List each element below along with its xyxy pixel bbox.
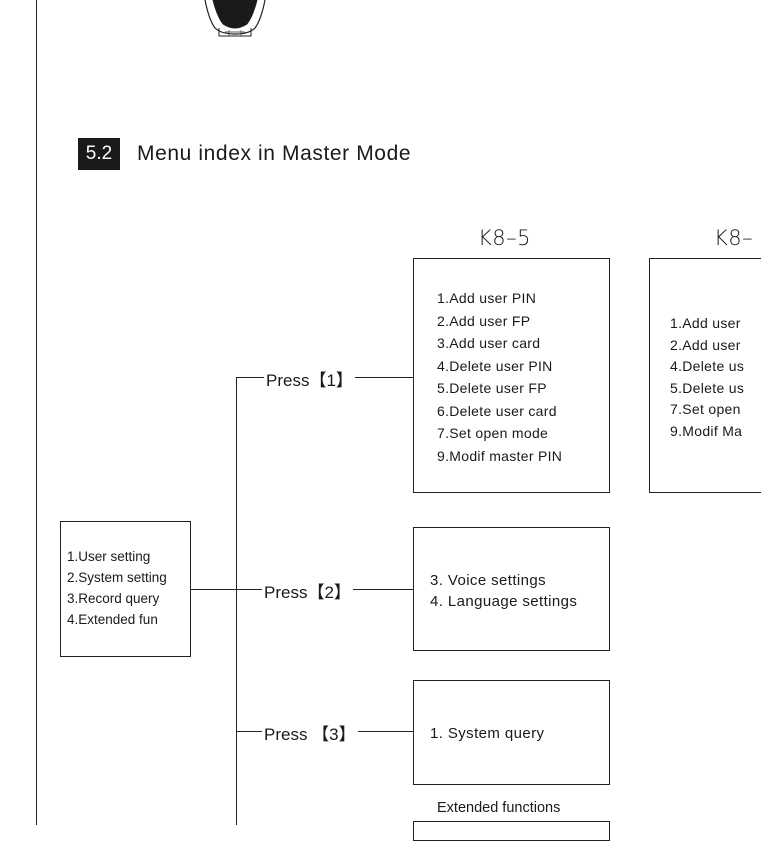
- system-setting-menu-list: 3. Voice settings 4. Language settings: [430, 570, 577, 612]
- record-query-menu-list: 1. System query: [430, 723, 544, 744]
- section-number-badge: 5.2: [78, 138, 120, 170]
- list-item: 1.Add user: [670, 315, 741, 331]
- k8-second-menu-box: 1.Add user 2.Add user 4.Delete us 5.Dele…: [649, 258, 761, 493]
- press-2-label: Press【2】: [262, 578, 353, 603]
- list-item: 1.Add user PIN: [437, 290, 537, 306]
- list-item: 6.Delete user card: [437, 402, 557, 419]
- extended-functions-label: Extended functions: [437, 800, 561, 816]
- list-item: 3.Add user card: [437, 335, 541, 351]
- main-menu-list: 1.User setting 2.System setting 3.Record…: [67, 546, 167, 630]
- tree-trunk-line: [236, 377, 237, 825]
- k8-second-menu-list: 1.Add user 2.Add user 4.Delete us 5.Dele…: [670, 313, 744, 442]
- list-item: 4. Language settings: [430, 593, 578, 610]
- model-name-k8-second: K8–: [714, 226, 754, 250]
- main-menu-item: 3.Record query: [67, 591, 160, 606]
- main-menu-box: 1.User setting 2.System setting 3.Record…: [60, 521, 191, 657]
- list-item: 5.Delete us: [670, 379, 745, 396]
- list-item: 9.Modif master PIN: [437, 447, 563, 464]
- main-menu-item: 1.User setting: [67, 549, 151, 564]
- press-1-label: Press【1】: [264, 366, 355, 391]
- k8-5-menu-box: 1.Add user PIN 2.Add user FP 3.Add user …: [413, 258, 610, 493]
- model-name-k8-5: K8–5: [478, 226, 531, 250]
- system-setting-menu-box: 3. Voice settings 4. Language settings: [413, 527, 610, 651]
- list-item: 7.Set open: [670, 401, 741, 417]
- main-menu-item: 4.Extended fun: [67, 612, 158, 627]
- k8-5-menu-list: 1.Add user PIN 2.Add user FP 3.Add user …: [437, 287, 562, 467]
- list-item: 3. Voice settings: [430, 572, 547, 589]
- list-item: 4.Delete user PIN: [437, 357, 553, 374]
- list-item: 4.Delete us: [670, 358, 745, 374]
- list-item: 5.Delete user FP: [437, 380, 547, 396]
- list-item: 2.Add user FP: [437, 312, 531, 329]
- record-query-menu-box: 1. System query: [413, 680, 610, 785]
- main-menu-item: 2.System setting: [67, 570, 167, 585]
- list-item: 9.Modif Ma: [670, 422, 743, 439]
- lock-device-illustration: [204, 0, 266, 37]
- section-title: Menu index in Master Mode: [137, 142, 412, 165]
- extended-functions-box: [413, 821, 610, 841]
- press-3-label: Press 【3】: [262, 720, 358, 745]
- list-item: 7.Set open mode: [437, 425, 549, 441]
- page-margin-rule: [36, 0, 37, 825]
- list-item: 1. System query: [430, 725, 545, 742]
- list-item: 2.Add user: [670, 336, 741, 353]
